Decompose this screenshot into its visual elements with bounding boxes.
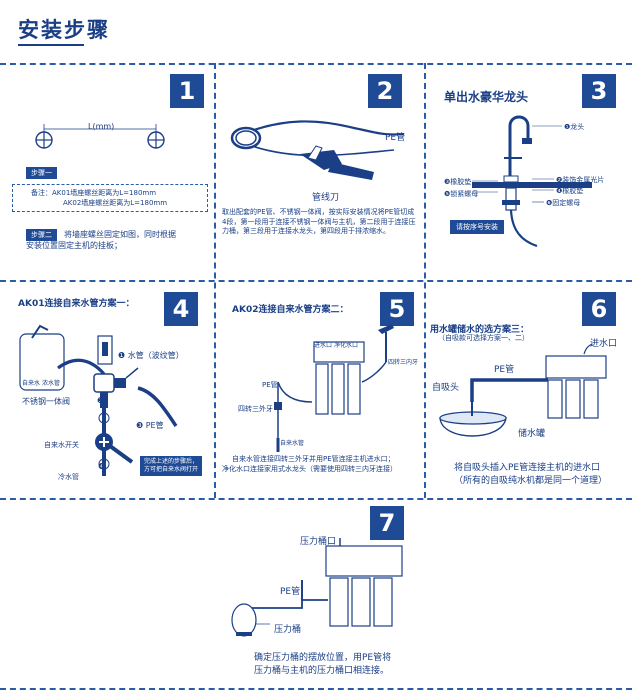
step-two-tag: 步骤二 <box>26 229 57 241</box>
step-1-number: 1 <box>170 74 204 108</box>
step-6-in-port-label: 进水口 <box>590 339 618 349</box>
step-6-diagram <box>439 343 607 437</box>
step-7-desc-2: 压力桶与主机的压力桶口相连接。 <box>254 666 390 676</box>
sink-label-1: 自来水 <box>22 380 41 387</box>
step-7-diagram <box>231 538 403 637</box>
step-5-pure-port-label: 净化水口 <box>334 342 359 349</box>
memo-line-2: AK02墙座螺丝距离为L=180mm <box>63 199 168 207</box>
step-3-heading: 单出水豪华龙头 <box>444 90 529 104</box>
step-7-number: 7 <box>370 506 404 540</box>
valve-number-2: ❷ <box>97 396 105 405</box>
faucet-illustration <box>472 115 592 248</box>
step-one-tag: 步骤一 <box>26 167 57 179</box>
completion-note-line-1: 完成上述的步骤后， <box>144 458 199 465</box>
self-suction-label: 自吸头 <box>432 383 460 393</box>
step-6-desc-2: （所有的自吸纯水机都是同一个道理） <box>454 476 608 486</box>
divider-row2 <box>0 498 632 500</box>
step-6-number: 6 <box>582 292 616 326</box>
step-4-number: 4 <box>164 292 198 326</box>
step-5-number: 5 <box>380 292 414 326</box>
step-two-text-1: 将墙座螺丝固定如图，同时根据 <box>64 230 176 239</box>
memo-line-1: 备注：AK01墙座螺丝距离为L=180mm <box>31 189 157 197</box>
step-5-pe-label: PE管 <box>262 381 278 389</box>
faucet-part-4: ❹橡胶垫 <box>556 187 584 195</box>
step-2-description: 取出配套的PE管、不锈钢一体阀，按实际安装情况将PE管切成4段，第一段用于连接不… <box>222 208 416 235</box>
step-5-desc-1: 自来水管连接四转三外牙并用PE管连接主机进水口； <box>232 455 395 463</box>
step-5-tee-inner-label: 四转三内牙 <box>388 359 419 366</box>
step-5-in-port-label: 进水口 <box>314 342 333 349</box>
step-1-diagram <box>35 124 165 149</box>
pressure-tank-label: 压力桶 <box>274 625 302 635</box>
memo-box: 备注：AK01墙座螺丝距离为L=180mm AK02墙座螺丝距离为L=180mm <box>12 184 208 212</box>
faucet-part-5: ❺锁紧螺母 <box>444 190 479 198</box>
faucet-part-6: ❻固定螺母 <box>546 199 581 207</box>
cold-pipe-label: 冷水管 <box>58 473 79 481</box>
title-underline <box>18 44 84 46</box>
tap-switch-label: 自来水开关 <box>44 441 79 449</box>
pe-pipe-cutter-illustration <box>230 120 405 180</box>
step-5-diagram <box>274 324 394 452</box>
step-5-tee-outer-label: 四转三外牙 <box>238 405 273 413</box>
step-6-pe-label: PE管 <box>494 365 515 375</box>
divider-row1 <box>0 280 632 282</box>
step-two-text-2: 安装位置固定主机的挂板； <box>26 241 122 250</box>
step-3-number: 3 <box>582 74 616 108</box>
step-4-pe-label: ❸ PE管 <box>136 421 164 430</box>
step-6-subheading: （自吸款可选择方案一、二） <box>438 334 529 342</box>
step-4-heading: AK01连接自来水管方案一： <box>18 299 135 309</box>
step-6-desc-1: 将自吸头插入PE管连接主机的进水口 <box>454 463 601 473</box>
step-6-heading: 用水罐储水的选方案三： <box>430 325 530 335</box>
step-5-desc-2: 净化水口连接家用式水龙头（需要使用四转三内牙连接） <box>222 465 397 473</box>
storage-tank-label: 储水罐 <box>518 429 546 439</box>
water-tube-label: ❶ 水管（波纹管） <box>118 351 184 360</box>
steel-valve-label: 不锈钢一体阀 <box>22 397 70 406</box>
step-5-tap-label: 自来水管 <box>280 440 305 447</box>
faucet-part-3: ❸橡胶垫 <box>444 178 472 186</box>
divider-col2 <box>424 63 426 498</box>
step-4-diagram <box>19 324 178 476</box>
faucet-part-1: ❶龙头 <box>564 123 585 131</box>
divider-col1 <box>214 63 216 498</box>
pe-pipe-label: PE管 <box>385 133 406 143</box>
step-7-pe-label: PE管 <box>280 587 301 597</box>
install-order-tag: 请按序号安装 <box>450 220 504 234</box>
pressure-port-label: 压力桶口 <box>300 537 337 547</box>
pipe-cutter-label: 管线刀 <box>312 193 340 203</box>
cold-pipe-number-4: ❹ <box>98 462 106 471</box>
page-title: 安装步骤 <box>18 18 110 42</box>
length-label: L(mm) <box>88 122 115 131</box>
divider-top <box>0 63 632 65</box>
faucet-part-2: ❷装饰金属光片 <box>556 176 605 184</box>
sink-label-2: 浓水管 <box>42 380 61 387</box>
completion-note: 完成上述的步骤后， 方可把自来水阀打开 <box>140 456 203 476</box>
completion-note-line-2: 方可把自来水阀打开 <box>144 466 199 473</box>
step-5-heading: AK02连接自来水管方案二： <box>232 305 349 315</box>
step-2-number: 2 <box>368 74 402 108</box>
divider-bottom <box>0 688 632 690</box>
step-7-desc-1: 确定压力桶的摆放位置，用PE管将 <box>254 653 392 663</box>
